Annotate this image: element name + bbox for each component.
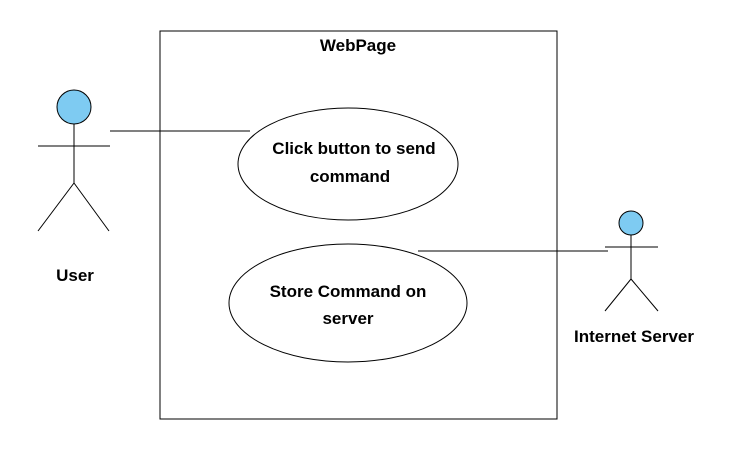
- actor-leg-right: [73, 182, 110, 232]
- system-boundary: [159, 30, 558, 420]
- actor-head-icon: [618, 210, 644, 236]
- use-case-click-button[interactable]: Click button to send command: [237, 107, 459, 221]
- actor-user[interactable]: User: [37, 89, 110, 285]
- use-case-label-line: command: [310, 167, 390, 186]
- use-case-store-command[interactable]: Store Command on server: [228, 243, 468, 363]
- actor-leg-right: [630, 278, 659, 312]
- use-case-label-line: server: [322, 309, 373, 328]
- actor-internet-server[interactable]: Internet Server: [574, 210, 694, 346]
- system-title: WebPage: [320, 36, 396, 55]
- actor-head-icon: [56, 89, 92, 125]
- actor-leg-left: [604, 278, 632, 312]
- use-case-label-line: Click button to send: [272, 139, 435, 158]
- use-case-ellipse: [237, 107, 459, 221]
- actor-label: Internet Server: [574, 327, 694, 346]
- actor-label: User: [56, 266, 94, 285]
- use-case-label-line: Store Command on: [270, 282, 427, 301]
- use-case-ellipse: [228, 243, 468, 363]
- actor-leg-left: [37, 182, 75, 232]
